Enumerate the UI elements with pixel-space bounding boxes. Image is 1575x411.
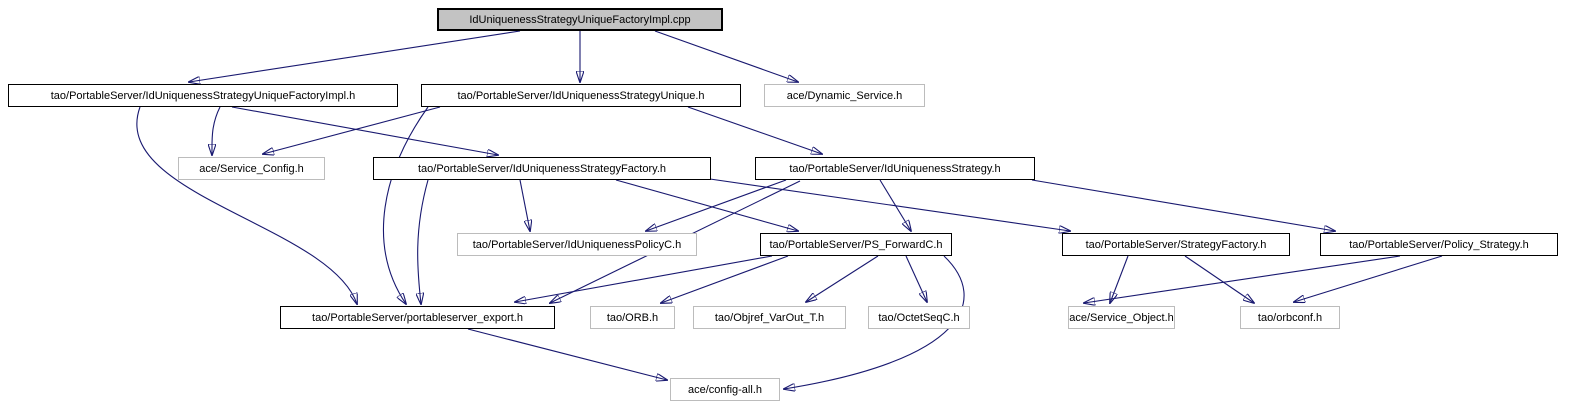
edge-ps-forward-to-octetseq (905, 255, 927, 302)
node-orbconf-h: tao/orbconf.h (1240, 306, 1340, 329)
edge-factory-impl-h-to-export (136, 106, 357, 304)
edge-factory-impl-h-to-strategy-factory-h (231, 106, 498, 155)
node-id-uniqueness-policy-c-h: tao/PortableServer/IdUniquenessPolicyC.h (457, 233, 697, 256)
node-policy-strategy-h[interactable]: tao/PortableServer/Policy_Strategy.h (1320, 233, 1558, 256)
edge-strategy-unique-h-to-export (382, 106, 429, 304)
edge-factory-impl-h-to-service-config (212, 106, 221, 155)
edge-ps-forward-to-export (515, 255, 773, 302)
edge-export-to-config-all (467, 328, 667, 380)
edge-policy-strategy-to-orbconf (1294, 255, 1443, 302)
edge-strategy-factory-h-to-export (418, 179, 429, 304)
node-config-all-h: ace/config-all.h (670, 378, 780, 401)
edge-cpp-to-factory-impl-h (189, 30, 521, 82)
edge-strategy-factory-h-to-strategyfactory (709, 178, 1070, 231)
node-id-uniqueness-strategy-h[interactable]: tao/PortableServer/IdUniquenessStrategy.… (755, 157, 1035, 180)
edge-strategyfactory-to-service-object (1110, 255, 1129, 303)
node-id-uniqueness-strategy-factory-h[interactable]: tao/PortableServer/IdUniquenessStrategyF… (373, 157, 711, 180)
node-id-uniqueness-strategy-unique-factory-impl-cpp: IdUniquenessStrategyUniqueFactoryImpl.cp… (437, 8, 723, 31)
node-orb-h: tao/ORB.h (590, 306, 675, 329)
edge-ps-forward-to-orb (661, 255, 789, 303)
edge-ps-forward-to-objref (806, 255, 879, 302)
node-objref-varout-t-h: tao/Objref_VarOut_T.h (693, 306, 846, 329)
node-strategy-factory-h[interactable]: tao/PortableServer/StrategyFactory.h (1062, 233, 1290, 256)
node-ps-forward-c-h[interactable]: tao/PortableServer/PS_ForwardC.h (760, 233, 952, 256)
edge-strategy-unique-h-to-strategy-h (687, 106, 822, 154)
node-id-uniqueness-strategy-unique-factory-impl-h[interactable]: tao/PortableServer/IdUniquenessStrategyU… (8, 84, 398, 107)
edge-strategy-factory-h-to-policy-c (519, 179, 530, 231)
node-service-config-h: ace/Service_Config.h (178, 157, 325, 180)
edge-strategyfactory-to-orbconf (1184, 255, 1254, 303)
edge-strategy-h-to-policy-strategy (1031, 179, 1335, 231)
node-service-object-h: ace/Service_Object.h (1068, 306, 1175, 329)
edge-cpp-to-dynamic-service (654, 30, 798, 82)
node-id-uniqueness-strategy-unique-h[interactable]: tao/PortableServer/IdUniquenessStrategyU… (421, 84, 741, 107)
edge-strategy-h-to-policy-c (646, 179, 787, 231)
edge-strategy-unique-h-to-service-config (263, 106, 441, 154)
edge-strategy-factory-h-to-ps-forward (615, 179, 798, 231)
node-octetseq-c-h: tao/OctetSeqC.h (868, 306, 970, 329)
edge-policy-strategy-to-service-object (1084, 255, 1401, 303)
node-dynamic-service-h: ace/Dynamic_Service.h (764, 84, 925, 107)
edge-strategy-h-to-ps-forward (879, 179, 911, 231)
node-portableserver-export-h[interactable]: tao/PortableServer/portableserver_export… (280, 306, 555, 329)
